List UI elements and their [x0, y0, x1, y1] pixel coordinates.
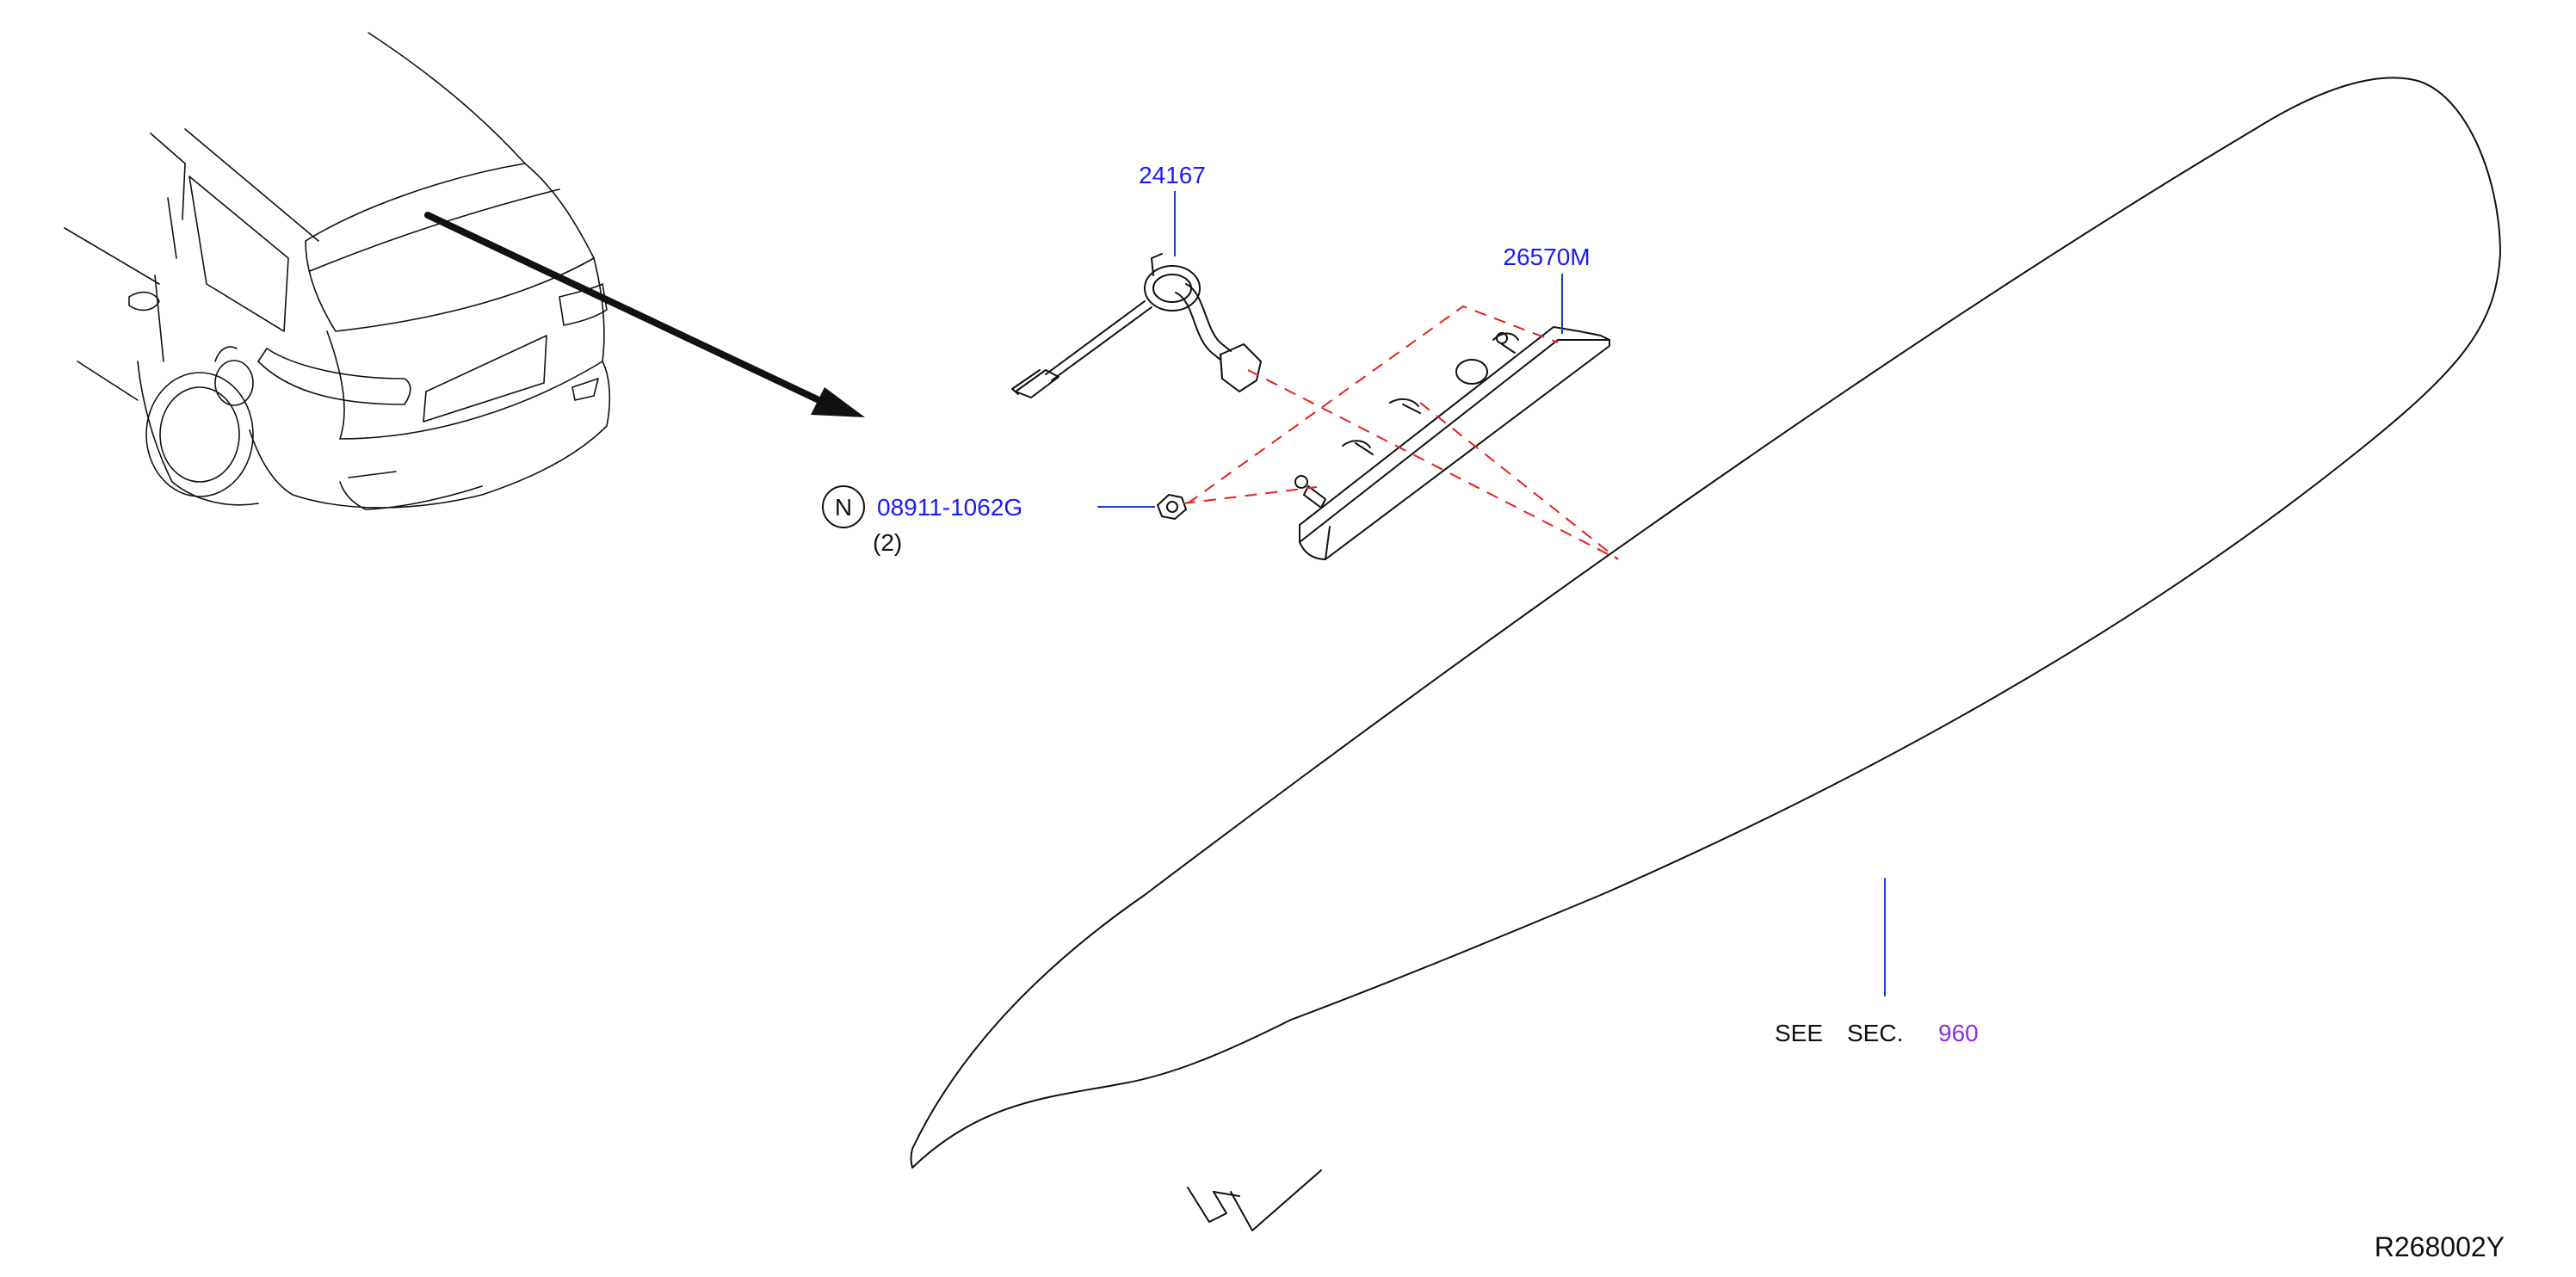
lamp-studs: [1294, 332, 1519, 509]
assembly-guide-lines: [1183, 305, 1619, 560]
standard-part-symbol: [822, 485, 865, 528]
section-reference: SEE SEC. 960: [1775, 1020, 1979, 1046]
leader-lines: [1097, 191, 1886, 996]
see-label: SEE: [1775, 1020, 1823, 1046]
nut-callout: N 08911-1062G (2): [822, 485, 1022, 556]
part-number-stop-lamp[interactable]: 26570M: [1503, 244, 1590, 270]
rear-spoiler: [910, 77, 2501, 1231]
part-number-harness[interactable]: 24167: [1139, 162, 1206, 188]
part-number-nut[interactable]: 08911-1062G: [877, 494, 1022, 521]
stop-lamp-assembly: [1294, 326, 1610, 560]
section-link-960[interactable]: 960: [1938, 1020, 1979, 1046]
sec-label: SEC.: [1847, 1020, 1903, 1046]
vehicle-illustration: [64, 32, 611, 510]
standard-part-letter: N: [835, 494, 852, 521]
nut-quantity: (2): [873, 529, 902, 556]
direction-arrow: [424, 212, 865, 417]
hex-nut: [1157, 494, 1187, 520]
wiring-harness: [1011, 253, 1262, 398]
drawing-id: R268002Y: [2375, 1231, 2505, 1262]
